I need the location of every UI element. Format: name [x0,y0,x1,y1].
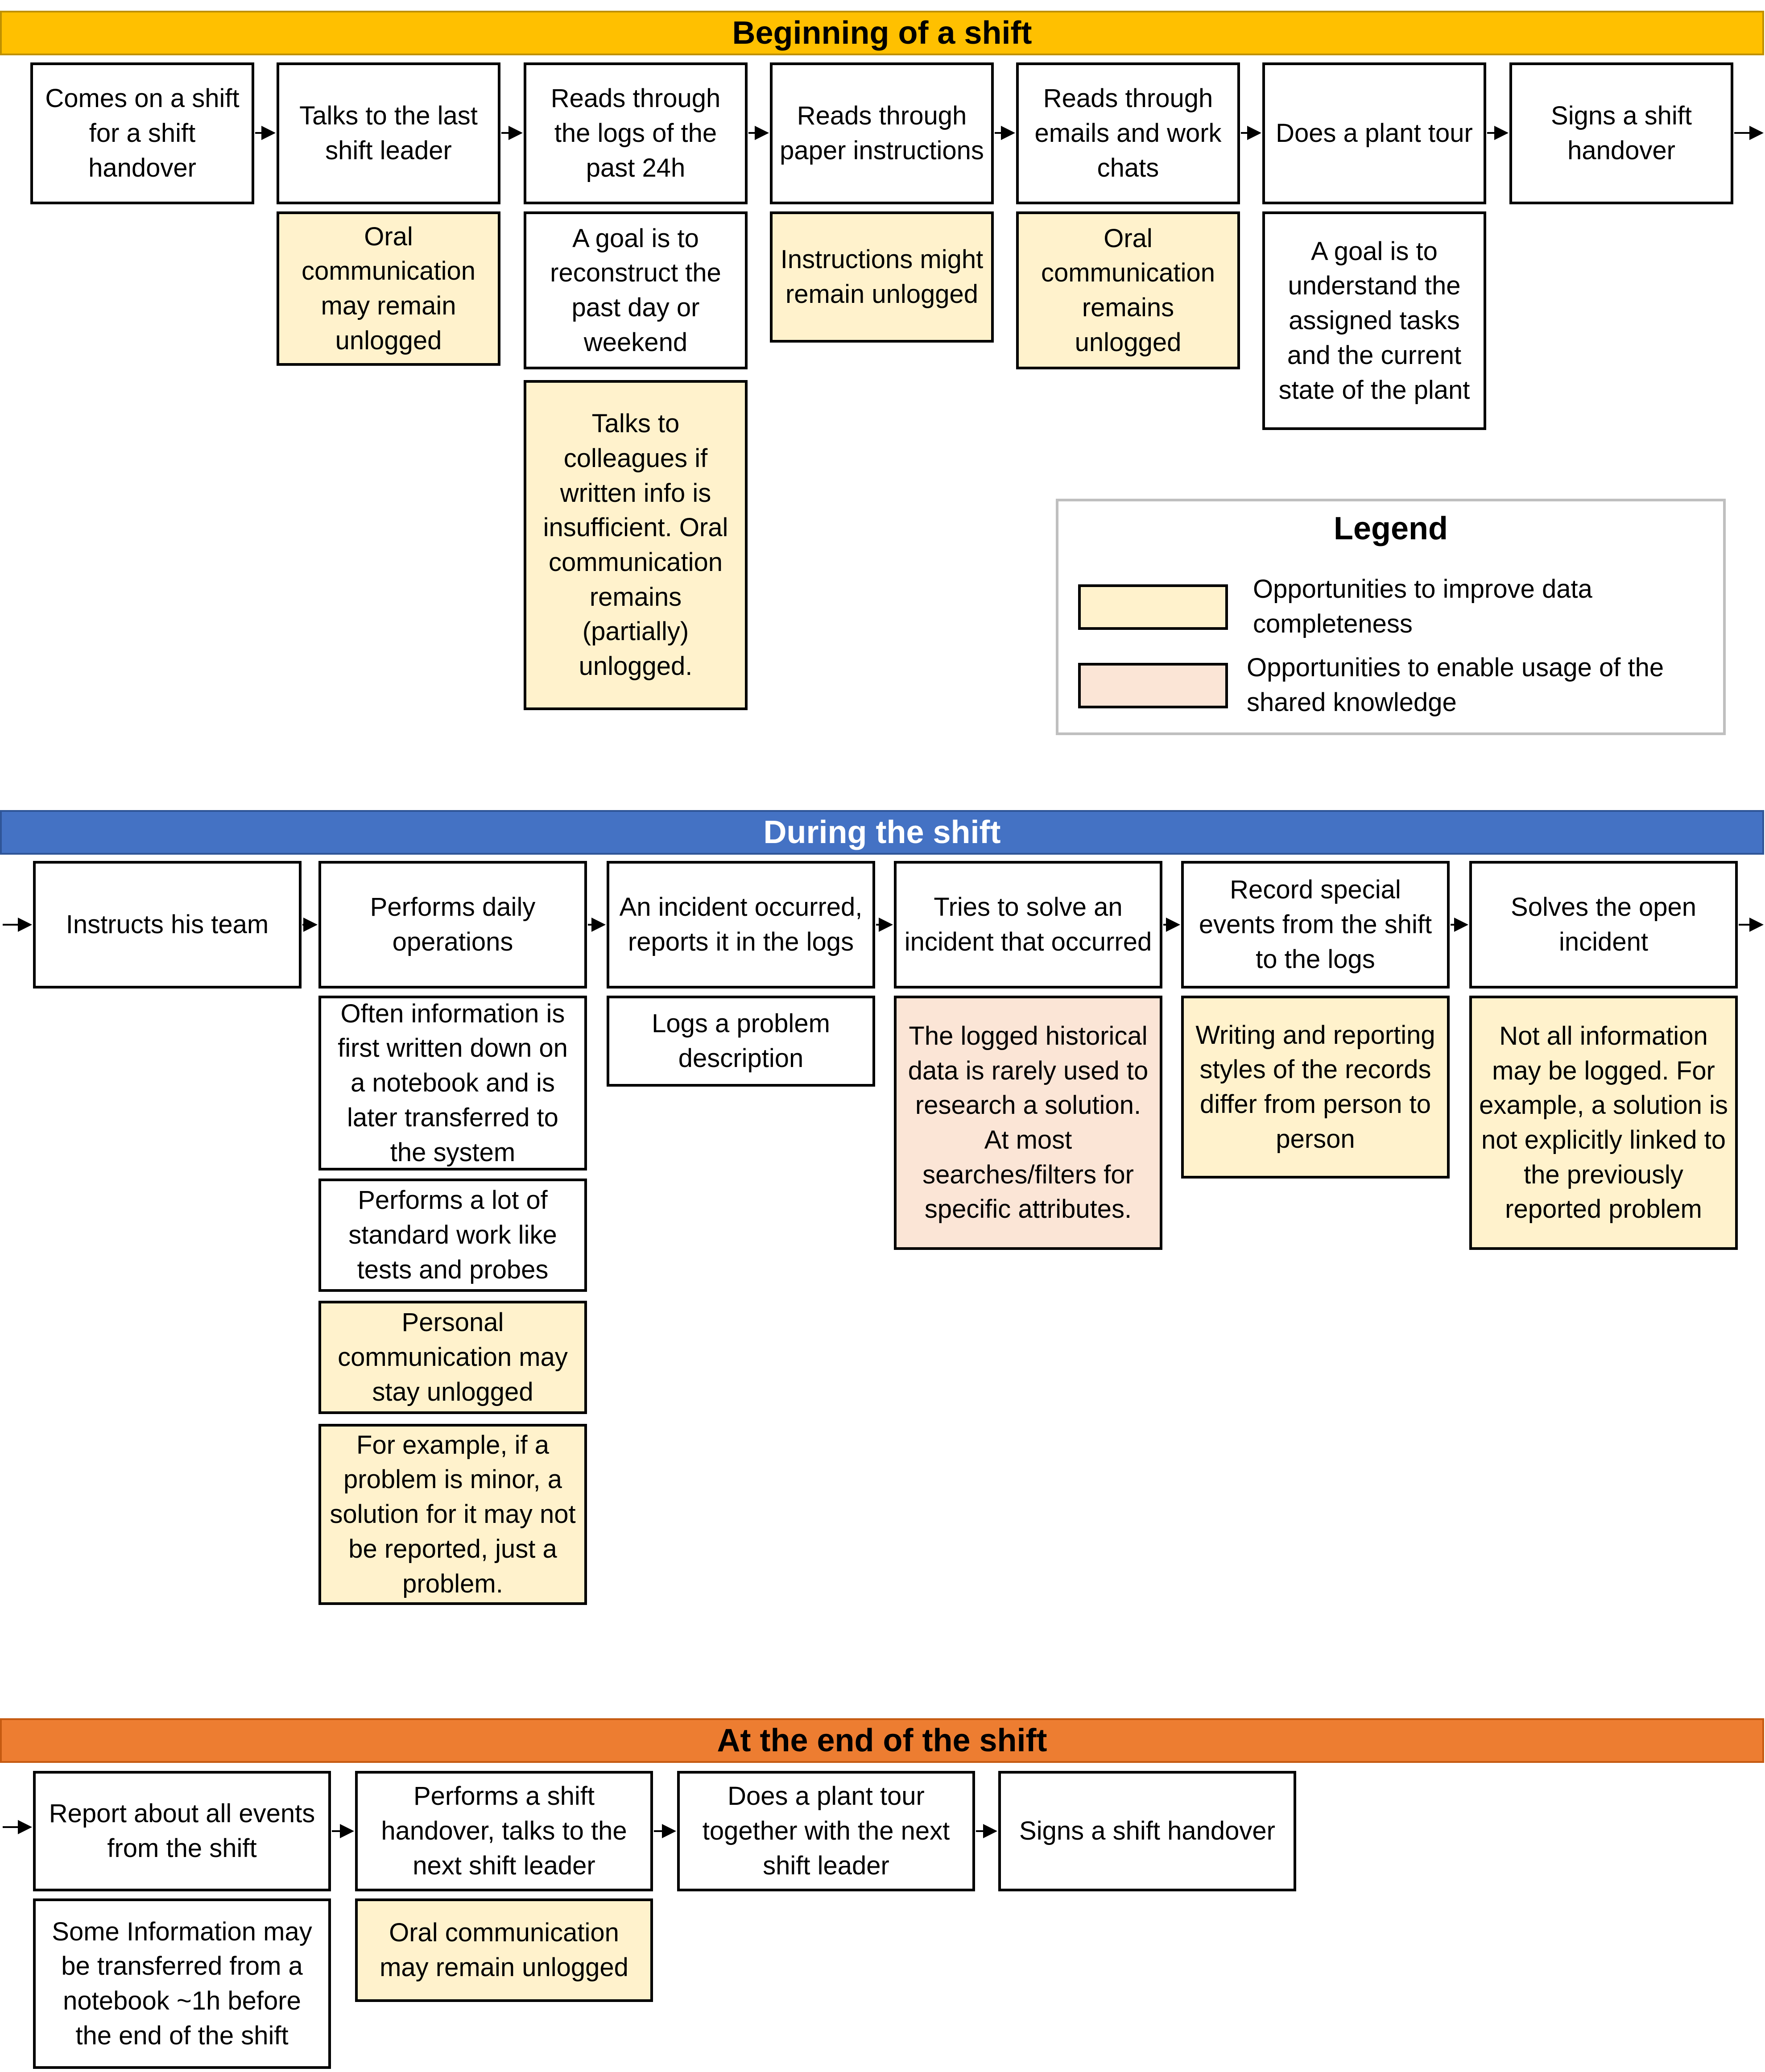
legend-label-shared-knowledge: Opportunities to enable usage of the sha… [1247,653,1664,717]
section-header-end: At the end of the shift [0,1718,1764,1763]
step-reads-emails-chats: Reads through emails and work chats [1016,62,1240,204]
step-solve-incident: Tries to solve an incident that occurred [894,861,1162,988]
note-reporting-styles: Writing and reporting styles of the reco… [1181,996,1450,1179]
note-standard-work: Performs a lot of standard work like tes… [318,1179,587,1292]
step-talks-last-leader: Talks to the last shift leader [277,62,500,204]
legend-swatch-shared-knowledge [1078,663,1228,708]
note-reconstruct-past: A goal is to reconstruct the past day or… [524,211,748,369]
note-minor-problem: For example, if a problem is minor, a so… [318,1424,587,1605]
note-instructions-unlogged: Instructions might remain unlogged [770,211,994,343]
note-understand-tasks: A goal is to understand the assigned tas… [1262,211,1486,430]
step-daily-operations: Performs daily operations [318,861,587,988]
note-oral-unlogged: Oral communication remains unlogged [1016,211,1240,369]
section-header-during: During the shift [0,810,1764,855]
note-talks-colleagues: Talks to colleagues if written info is i… [524,380,748,710]
step-signs-handover-end: Signs a shift handover [998,1771,1296,1891]
legend-label-completeness: Opportunities to improve data completene… [1253,575,1592,638]
note-logs-problem-description: Logs a problem description [607,996,875,1087]
step-plant-tour: Does a plant tour [1262,62,1486,204]
step-record-events: Record special events from the shift to … [1181,861,1450,988]
note-notebook-transfer: Often information is first written down … [318,996,587,1170]
step-shift-handover-talk: Performs a shift handover, talks to the … [355,1771,653,1891]
step-report-events: Report about all events from the shift [33,1771,331,1891]
section-header-beginning: Beginning of a shift [0,11,1764,55]
note-oral-communication-end: Oral communication may remain unlogged [355,1898,653,2002]
step-signs-handover: Signs a shift handover [1509,62,1733,204]
step-instructs-team: Instructs his team [33,861,302,988]
note-notebook-transfer-end: Some Information may be transferred from… [33,1898,331,2069]
step-reads-logs: Reads through the logs of the past 24h [524,62,748,204]
legend-swatch-completeness [1078,584,1228,630]
legend: Legend Opportunities to improve data com… [1056,499,1726,735]
note-personal-communication: Personal communication may stay unlogged [318,1301,587,1414]
note-solution-not-linked: Not all information may be logged. For e… [1469,996,1738,1250]
step-incident-reported: An incident occurred, reports it in the … [607,861,875,988]
legend-title: Legend [1333,511,1448,546]
step-comes-on-shift: Comes on a shift for a shift handover [30,62,254,204]
step-plant-tour-together: Does a plant tour together with the next… [677,1771,975,1891]
note-historical-data: The logged historical data is rarely use… [894,996,1162,1250]
step-reads-paper-instructions: Reads through paper instructions [770,62,994,204]
note-oral-communication: Oral communication may remain unlogged [277,211,500,366]
step-solves-open-incident: Solves the open incident [1469,861,1738,988]
